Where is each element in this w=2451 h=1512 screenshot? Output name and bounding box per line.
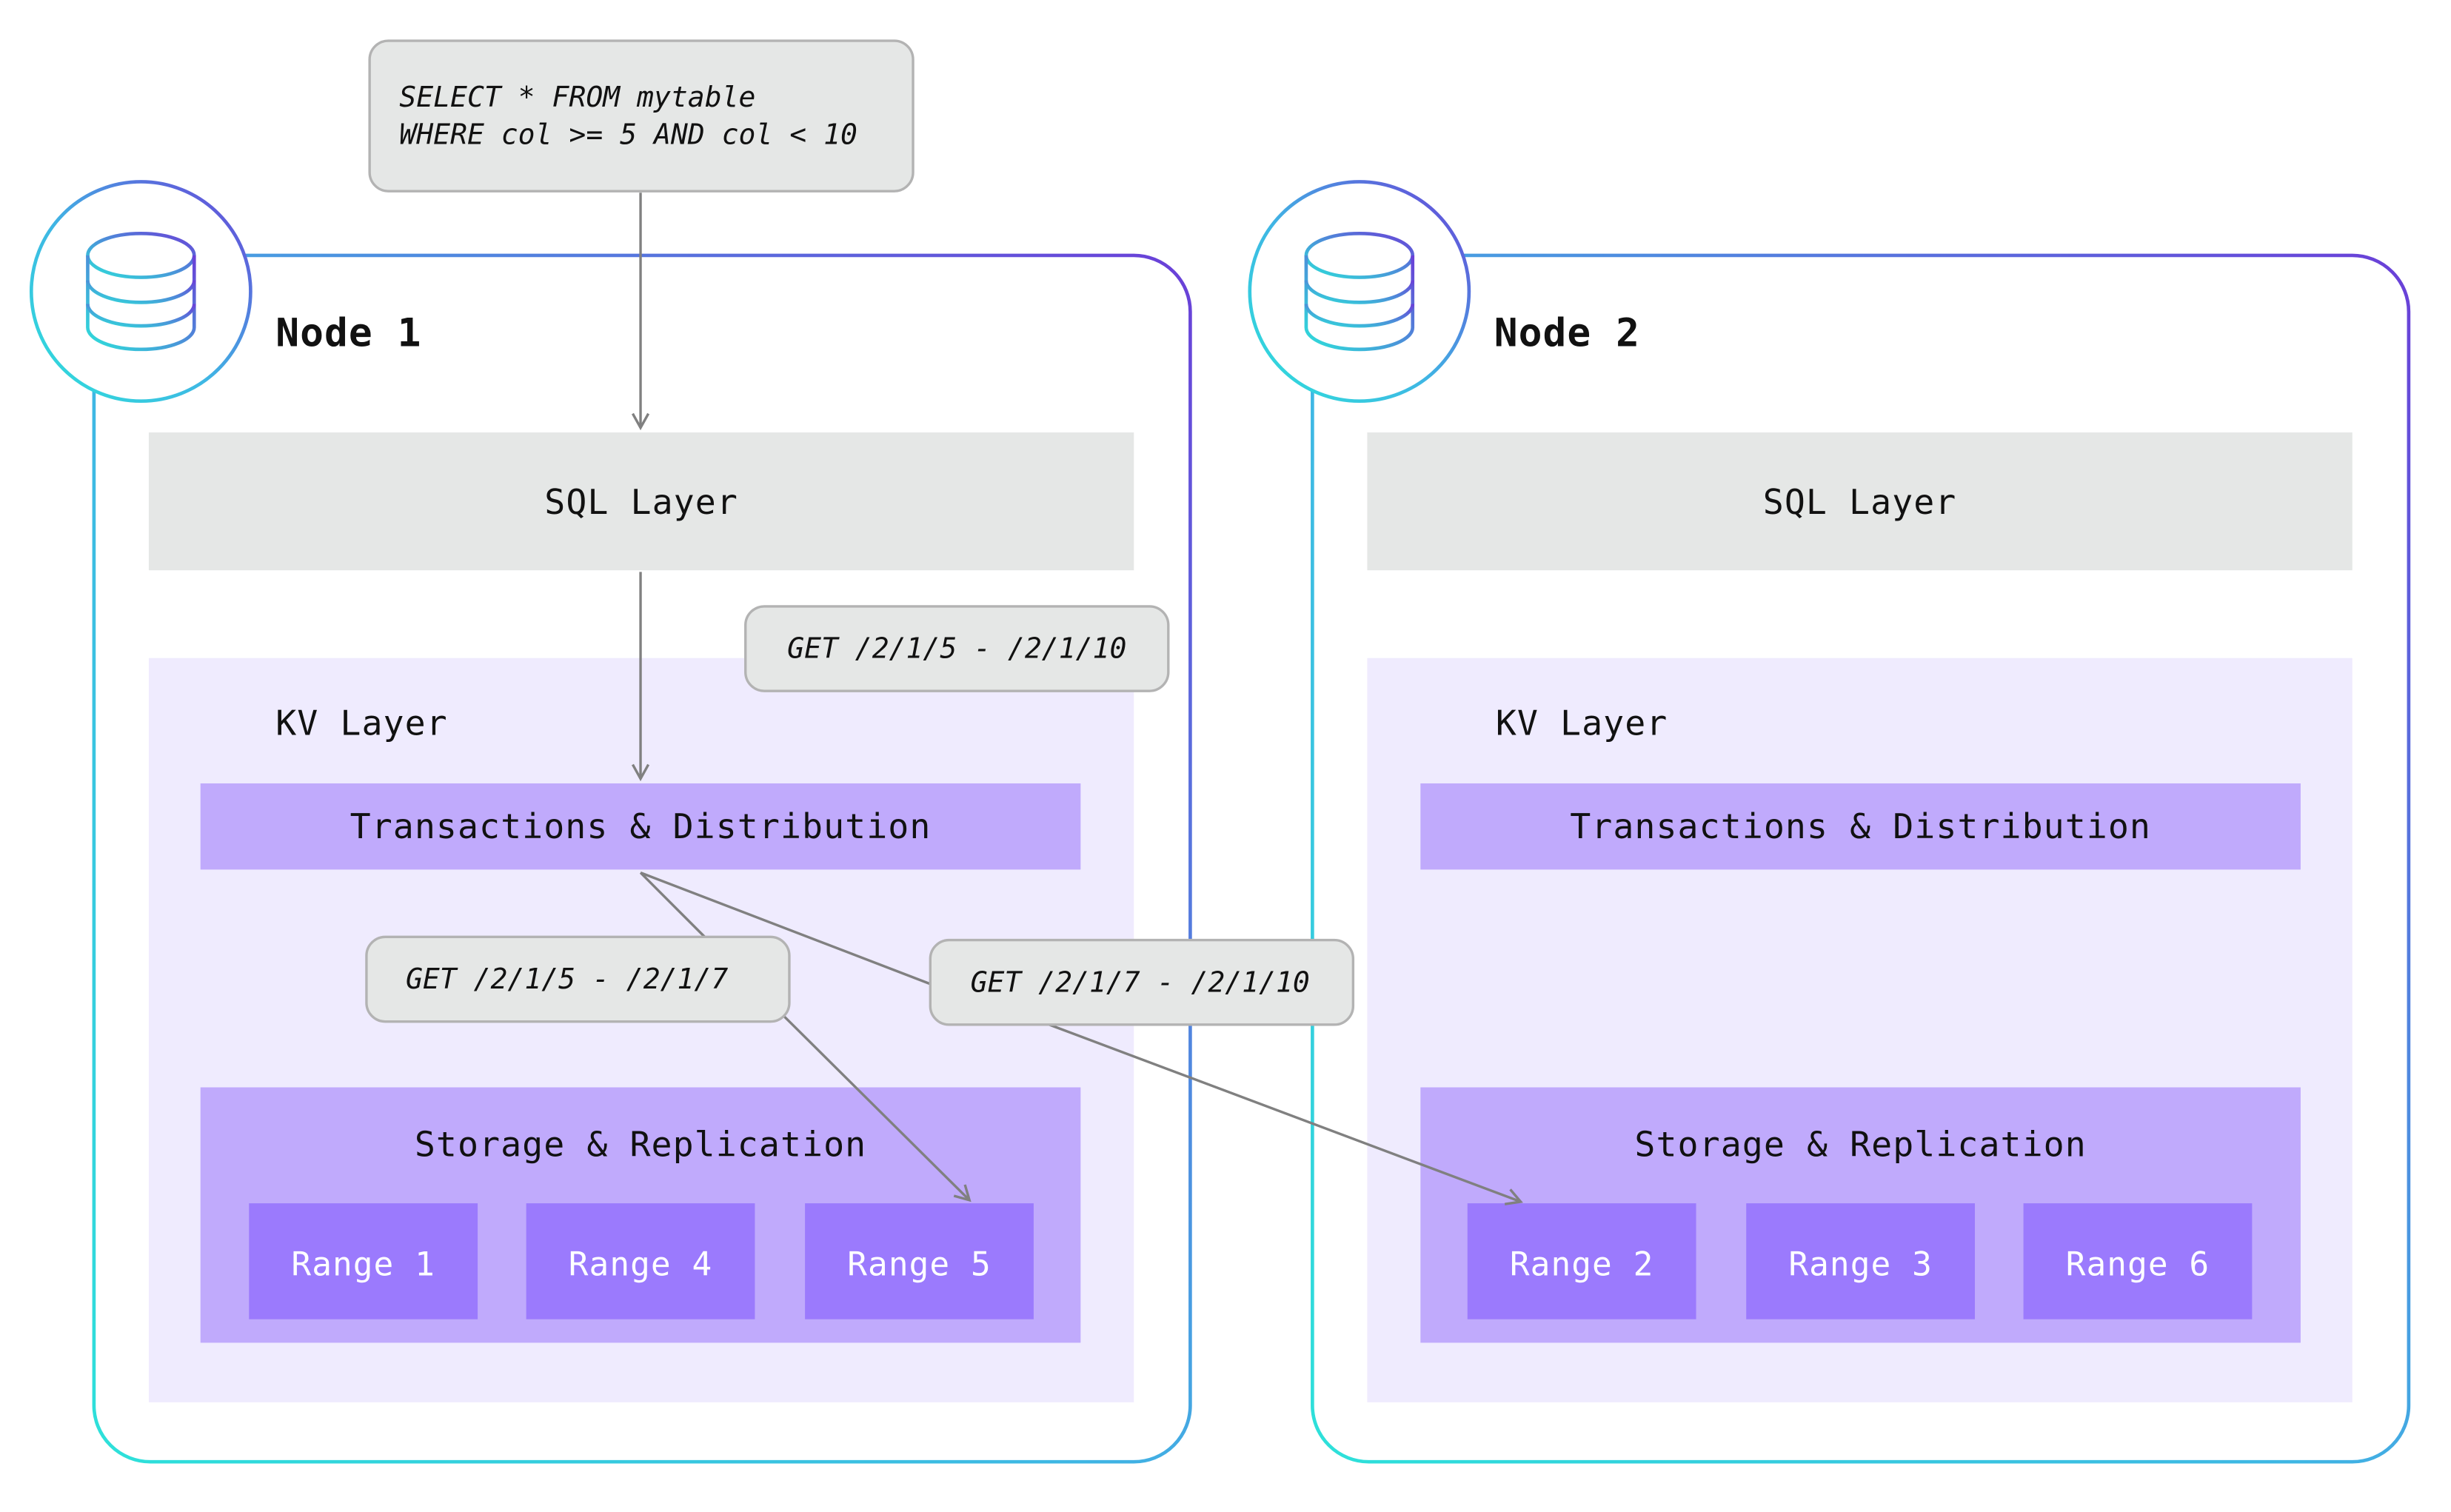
node-1-sql-layer-label: SQL Layer [544, 482, 738, 522]
node-2-range-3 [2023, 1203, 2253, 1319]
local-get-request-label: GET /2/1/5 - /2/1/7 [406, 963, 728, 995]
node-2-storage-label: Storage & Replication [1634, 1125, 2086, 1165]
database-icon [86, 231, 196, 352]
node-1-title: Node 1 [275, 311, 421, 356]
node-1-range-2 [526, 1203, 755, 1319]
query-line-2: WHERE col >= 5 AND col < 10 [399, 118, 857, 151]
node-2-kv-layer-label: KV Layer [1496, 703, 1668, 743]
node-1-transactions-label: Transactions & Distribution [350, 806, 932, 846]
query-box: SELECT * FROM mytable WHERE col >= 5 AND… [368, 39, 914, 193]
node-1-range-3 [805, 1203, 1034, 1319]
node-1-transactions-layer [200, 783, 1081, 870]
node-2-border [1311, 253, 2411, 1464]
node-1-storage-label: Storage & Replication [415, 1125, 866, 1165]
node-2-transactions-layer [1420, 783, 2301, 870]
node-2-sql-layer-label: SQL Layer [1763, 482, 1957, 522]
node-2-range-1-label: Range 2 [1510, 1245, 1654, 1283]
node-2-sql-layer [1367, 432, 2353, 571]
node-1-range-1-label: Range 1 [291, 1245, 435, 1283]
full-get-request: GET /2/1/5 - /2/1/10 [744, 605, 1170, 692]
database-icon [1304, 231, 1415, 352]
node-1-range-1 [249, 1203, 478, 1319]
full-get-request-label: GET /2/1/5 - /2/1/10 [787, 632, 1126, 665]
remote-get-request-label: GET /2/1/7 - /2/1/10 [971, 966, 1310, 998]
node-1-icon-circle [29, 180, 253, 404]
node-2-icon-circle [1248, 180, 1471, 404]
node-2-range-2-label: Range 3 [1788, 1245, 1933, 1283]
node-2-title: Node 2 [1494, 311, 1640, 356]
query-line-1: SELECT * FROM mytable [399, 81, 755, 113]
node-2-range-2 [1746, 1203, 1976, 1319]
node-1-range-3-label: Range 5 [847, 1245, 992, 1283]
node-2-range-1 [1467, 1203, 1696, 1319]
node-1-range-2-label: Range 4 [569, 1245, 713, 1283]
remote-get-request: GET /2/1/7 - /2/1/10 [929, 938, 1355, 1026]
node-2: Node 2 SQL Layer KV Layer Transactions &… [1248, 180, 2411, 1464]
node-1-kv-layer-label: KV Layer [275, 703, 448, 743]
node-2-range-3-label: Range 6 [2066, 1245, 2210, 1283]
local-get-request: GET /2/1/5 - /2/1/7 [365, 935, 791, 1023]
node-1: Node 1 SQL Layer KV Layer Transactions &… [29, 180, 1192, 1464]
node-2-transactions-label: Transactions & Distribution [1570, 806, 2151, 846]
node-1-border [92, 253, 1192, 1464]
node-1-sql-layer [148, 432, 1134, 571]
